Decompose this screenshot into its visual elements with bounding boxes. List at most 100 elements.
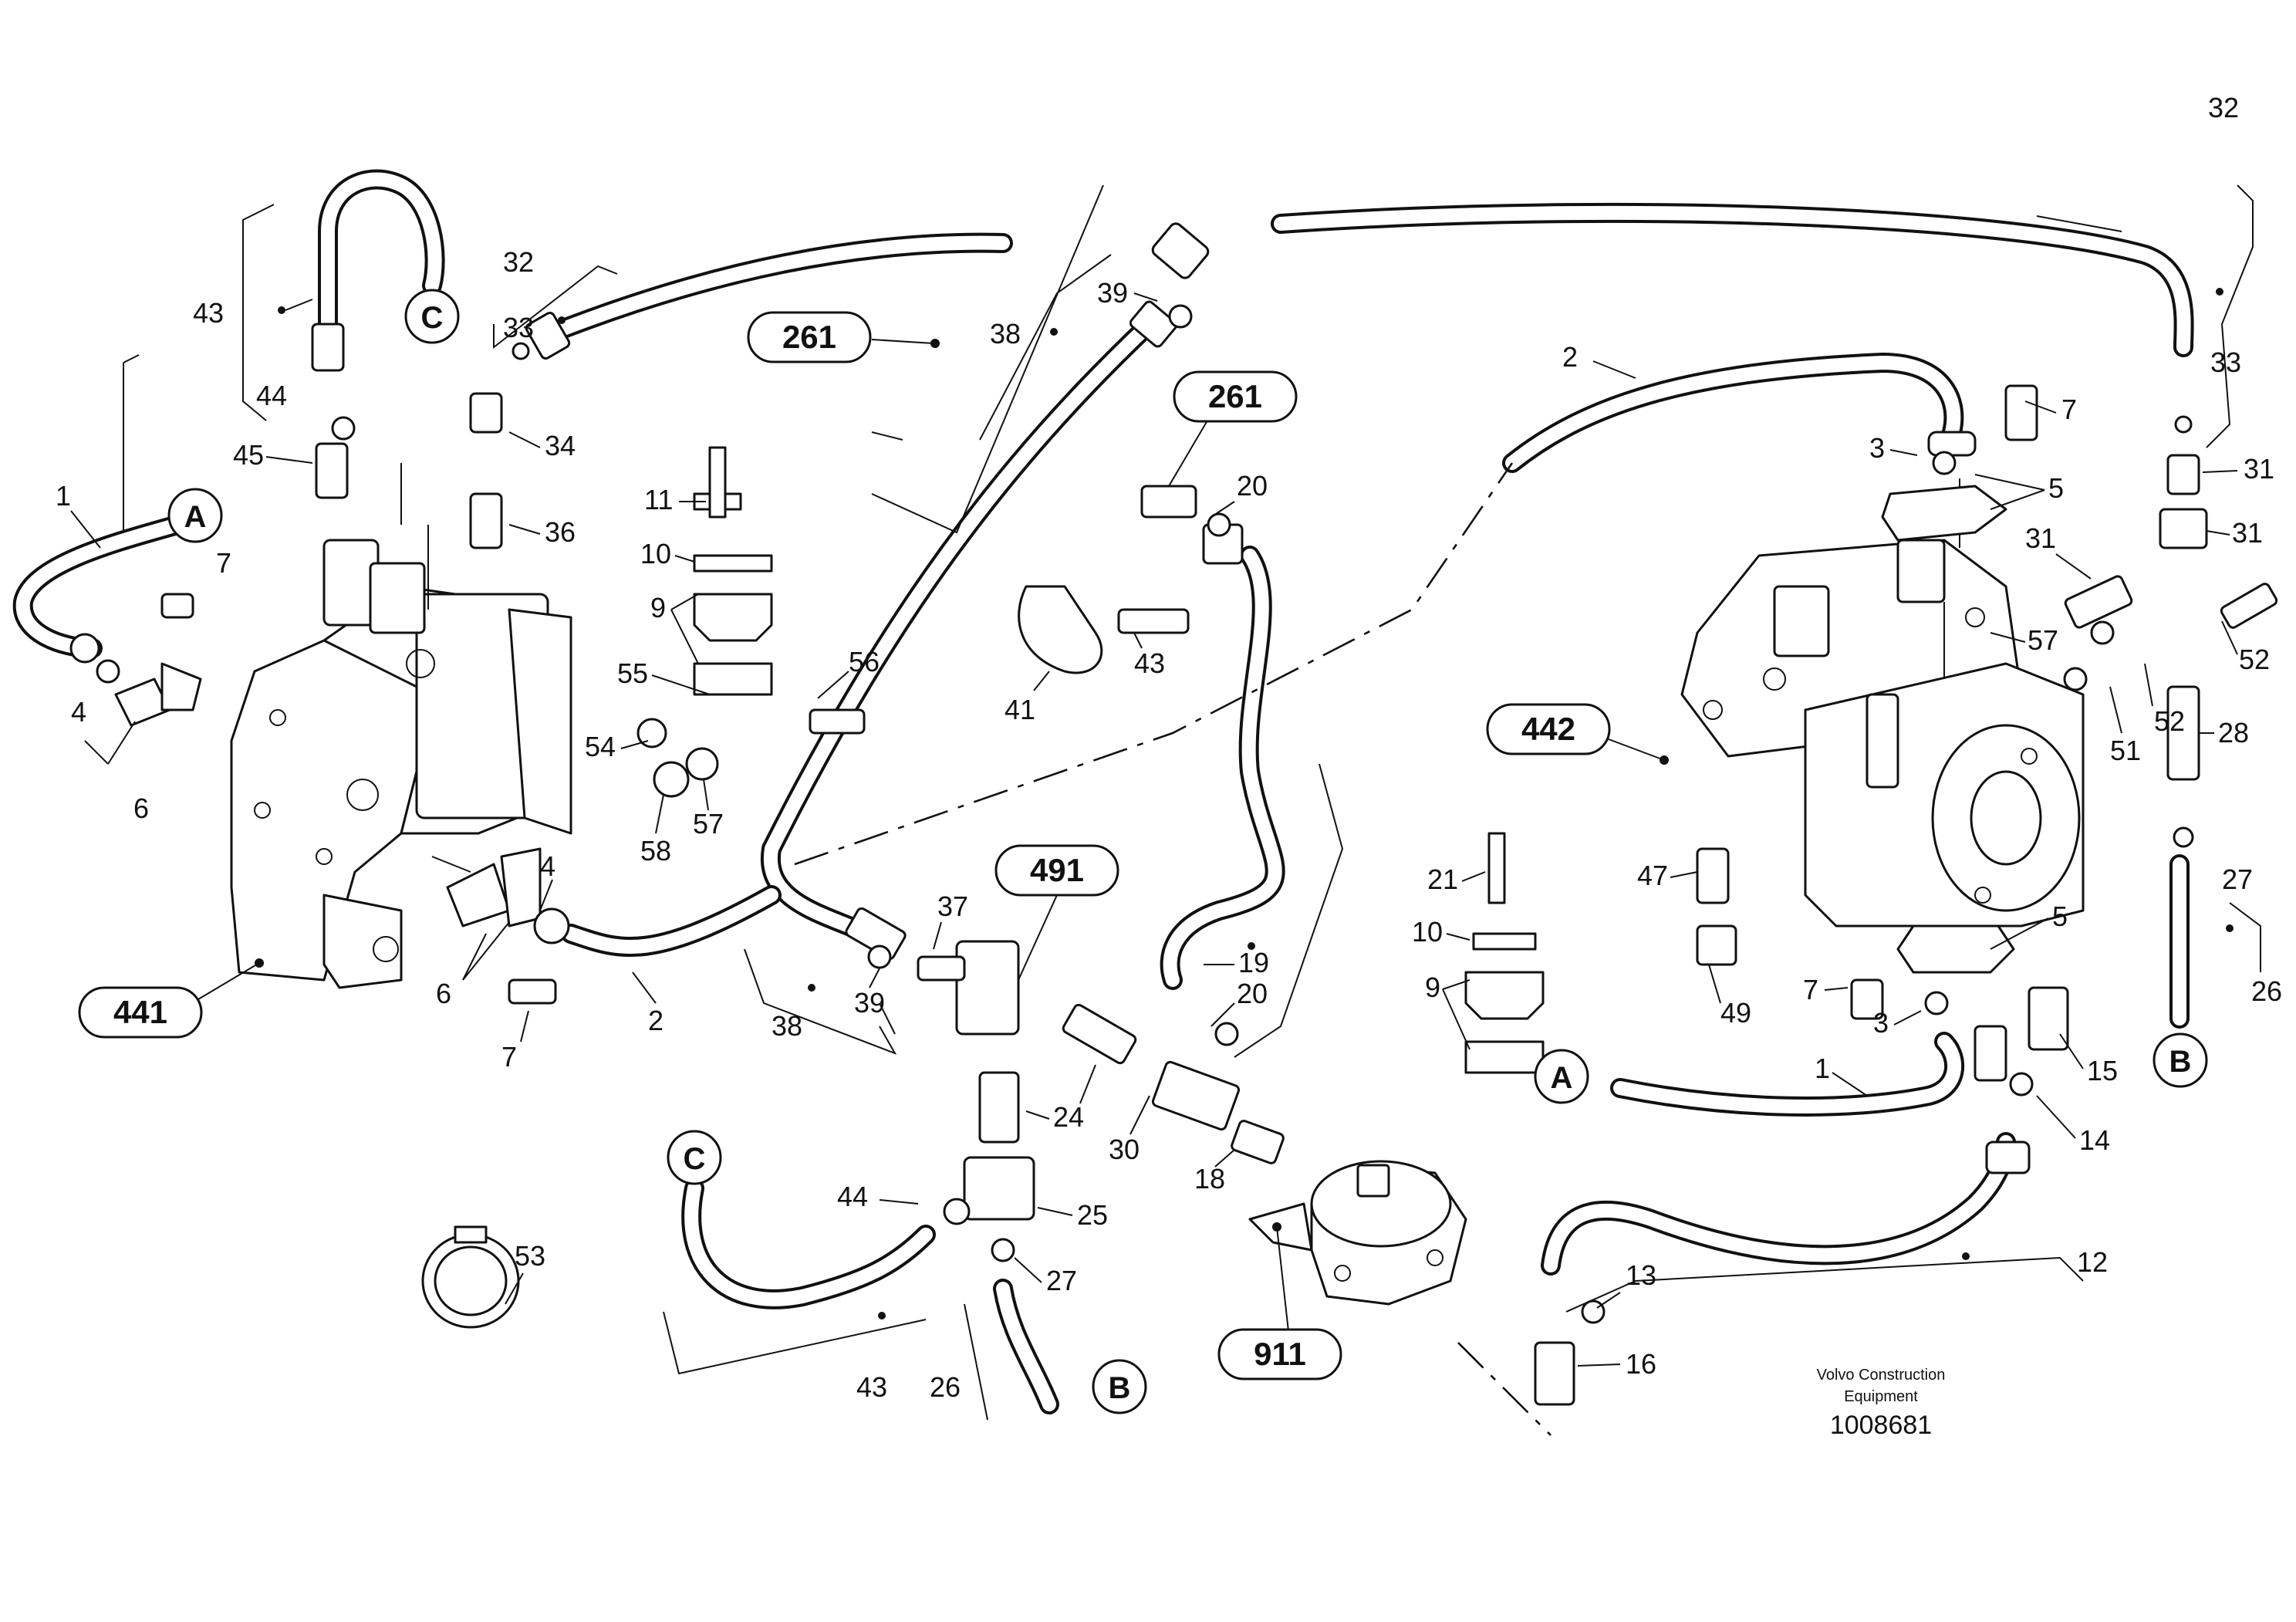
callout-51: 52: [2154, 705, 2185, 737]
callout-32-left: 32: [503, 246, 534, 278]
part-callouts: 1 7 4 6 43 44 45 32 33 34 36 4 6 7 2 11 …: [56, 92, 2282, 1403]
callout-32-right: 32: [2208, 92, 2239, 123]
footer-company-line1: Volvo Construction: [1817, 1367, 1946, 1384]
callout-17: 18: [1194, 1163, 1225, 1195]
callout-12: 12: [2077, 1246, 2108, 1278]
connector-circles: A A B B C C: [167, 289, 2208, 1414]
callout-58: 58: [640, 835, 671, 867]
ref-441-label: 441: [113, 994, 167, 1030]
callout-11-left: 11: [644, 484, 673, 515]
callout-13: 13: [1626, 1259, 1656, 1291]
footer-company-line2: Equipment: [1844, 1388, 1918, 1405]
callout-14: 14: [2079, 1124, 2110, 1156]
callout-30: 31: [2025, 522, 2056, 554]
callout-38-bottom: 38: [772, 1010, 802, 1042]
callout-33-right: 33: [2210, 346, 2241, 378]
callout-24: 24: [1053, 1101, 1084, 1133]
leader-lines: [84, 184, 2261, 1421]
footer-drawing-number: 1008681: [1830, 1411, 1932, 1440]
callout-27-bottom: 27: [1046, 1265, 1077, 1296]
conn-b-right: B: [2152, 1032, 2208, 1088]
callout-44-bottom: 44: [837, 1181, 868, 1212]
callout-1-left: 1: [56, 480, 71, 512]
conn-a-left: A: [167, 488, 223, 543]
callout-36: 36: [545, 516, 576, 548]
callout-10-right: 10: [1412, 916, 1443, 948]
callout-2-left: 2: [648, 1005, 663, 1036]
callout-43-bottom: 43: [856, 1371, 887, 1403]
callout-56: 56: [849, 646, 880, 678]
callout-54: 54: [585, 731, 616, 762]
right-hydraulic-pump: [1680, 478, 2085, 928]
callout-18: 30: [1109, 1134, 1140, 1165]
ref-261-left-label: 261: [782, 319, 836, 355]
callout-1-right: 1: [1815, 1053, 1830, 1084]
callout-34: 34: [545, 430, 576, 461]
callout-9-right: 9: [1425, 972, 1440, 1003]
callout-41: 43: [1134, 647, 1165, 679]
callout-40: 41: [1004, 694, 1035, 725]
callout-26-bottom: 26: [930, 1371, 961, 1403]
callout-38-top: 38: [990, 318, 1021, 350]
callout-49: 51: [2110, 735, 2141, 766]
callout-4-left: 4: [71, 696, 86, 728]
callout-20-mid: 20: [1237, 978, 1268, 1009]
callout-20-top: 20: [1237, 470, 1268, 502]
callout-47: 49: [1720, 997, 1751, 1029]
conn-c-bottom-label: C: [684, 1142, 706, 1176]
conn-a-right-label: A: [1551, 1061, 1573, 1095]
ref-911: 911: [1217, 1222, 1342, 1380]
conn-c-top: C: [404, 289, 460, 344]
left-hydraulic-motor: [230, 463, 572, 989]
ref-442-label: 442: [1521, 711, 1575, 747]
ref-261-left: 261: [747, 311, 940, 363]
callout-53: 57: [2028, 624, 2058, 656]
conn-b-right-label: B: [2169, 1045, 2192, 1079]
callout-44-top: 44: [256, 380, 287, 411]
ref-911-label: 911: [1254, 1336, 1306, 1372]
callout-7-top: 7: [2061, 394, 2077, 425]
callout-27-right: 27: [2222, 863, 2253, 895]
callout-52: 53: [515, 1240, 545, 1272]
callout-43-top: 43: [193, 297, 224, 329]
callout-10-left: 10: [640, 538, 671, 569]
callout-25: 25: [1077, 1199, 1108, 1231]
callout-4-mid: 4: [540, 850, 555, 882]
callout-2-right: 2: [1562, 341, 1578, 373]
callout-39-bottom: 39: [854, 987, 885, 1019]
callout-28: 28: [2218, 717, 2249, 748]
hoses: [12, 169, 2194, 1414]
callout-3-bottom: 3: [1873, 1007, 1889, 1039]
auxiliary-pump: [1248, 1160, 1467, 1306]
callout-9-left: 9: [650, 592, 666, 623]
callout-31: 31: [2244, 453, 2274, 485]
callout-33-left: 33: [503, 312, 534, 343]
callout-46: 47: [1637, 860, 1668, 891]
callout-3-top: 3: [1869, 432, 1885, 464]
callout-29: 31: [2232, 517, 2263, 549]
callout-55: 55: [617, 657, 648, 689]
ref-491-label: 491: [1030, 852, 1084, 888]
callout-26-right: 26: [2251, 975, 2282, 1007]
drawing-footer: Volvo Construction Equipment 1008681: [1817, 1367, 1946, 1440]
callout-50: 52: [2239, 644, 2270, 675]
conn-c-bottom: C: [667, 1130, 722, 1185]
callout-39-top: 39: [1097, 277, 1128, 309]
callout-16: 16: [1626, 1348, 1656, 1380]
callout-6-left: 6: [133, 792, 149, 824]
callout-8-lower: 7: [501, 1041, 517, 1073]
callout-7-bottom: 7: [1803, 974, 1818, 1005]
callout-15: 15: [2087, 1055, 2118, 1086]
conn-a-left-label: A: [184, 500, 207, 534]
ref-261-right-label: 261: [1208, 378, 1262, 414]
callout-21: 21: [1427, 863, 1458, 895]
callout-37: 37: [937, 890, 968, 922]
ref-442: 442: [1486, 703, 1669, 765]
conn-b-bottom: B: [1092, 1359, 1147, 1414]
ref-491: 491: [994, 844, 1119, 981]
center-lines: [794, 462, 1551, 1436]
ref-441: 441: [78, 958, 264, 1039]
reference-ovals: 261 261 441 442 491 911: [78, 311, 1669, 1380]
callout-5-bottom: 5: [2052, 901, 2068, 932]
